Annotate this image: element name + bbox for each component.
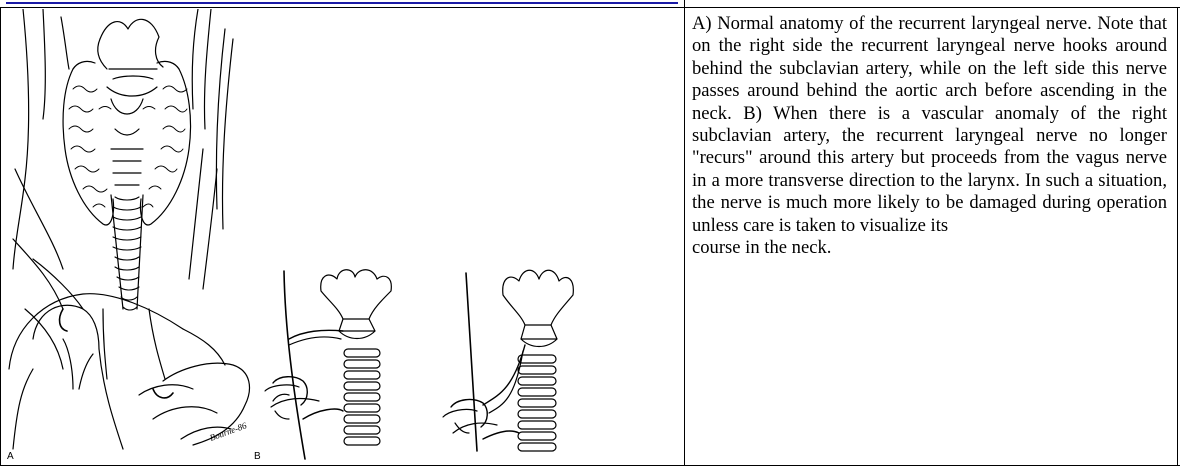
table-right-border: [1177, 7, 1178, 466]
panel-a-label: A: [7, 451, 14, 462]
table-divider: [684, 0, 685, 466]
panel-b-drawing-1: [265, 270, 391, 459]
svg-text:Bourne-86: Bourne-86: [208, 420, 248, 443]
table-top-border: [0, 7, 1180, 8]
caption-last-line: course in the neck.: [692, 237, 1167, 259]
link-underline: [6, 2, 678, 4]
figure-caption: A) Normal anatomy of the recurrent laryn…: [692, 13, 1167, 259]
panel-b-drawing-2: [443, 270, 573, 451]
panel-a-drawing: Bourne-86: [9, 9, 249, 449]
table-left-border: [0, 7, 1, 466]
caption-body: A) Normal anatomy of the recurrent laryn…: [692, 13, 1167, 237]
panel-b-label: B: [254, 451, 261, 462]
anatomy-figure: Bourne-86: [3, 9, 679, 464]
